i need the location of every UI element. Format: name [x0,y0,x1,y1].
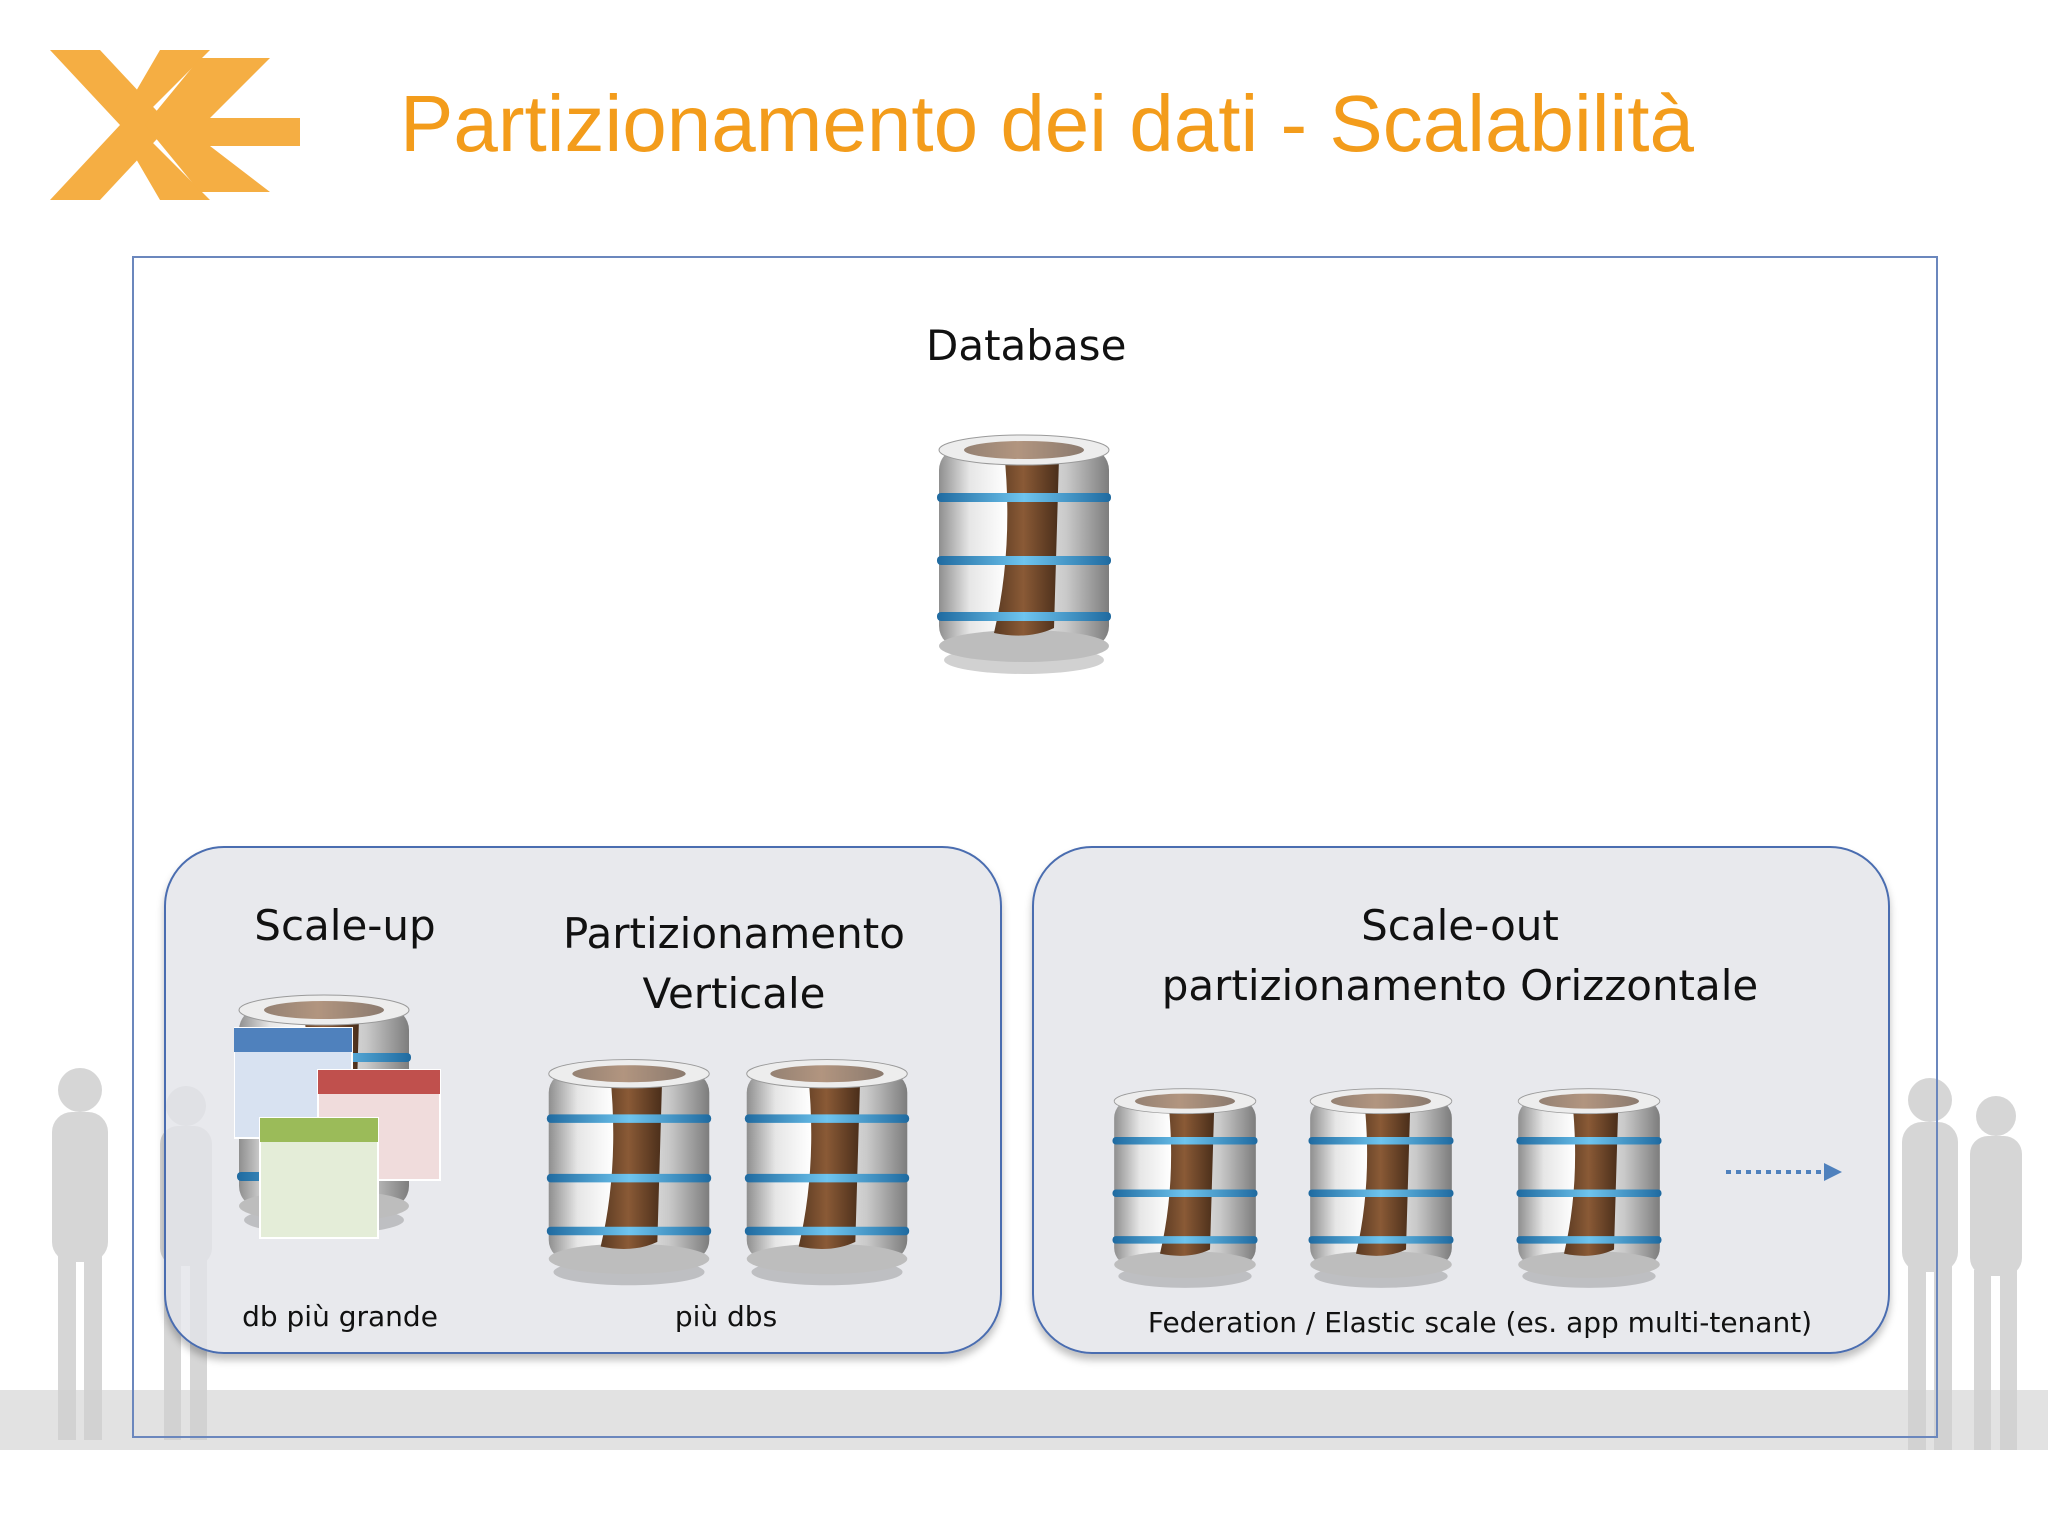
slide-title: Partizionamento dei dati - Scalabilità [400,79,1695,168]
dotted-arrow-right-icon [1726,1163,1842,1181]
horizontal-partition-heading-line2: partizionamento Orizzontale [1161,961,1759,1010]
database-label: Database [926,321,1127,370]
database-icon [546,1059,712,1286]
vertical-partition-caption: più dbs [674,1300,778,1333]
table-icon-green [259,1117,379,1239]
vertical-partition-heading-line1: Partizionamento [563,909,905,958]
scale-up-heading: Scale-up [254,901,436,950]
database-icon [1112,1088,1258,1289]
diagram-frame [132,256,1938,1438]
database-icon [936,434,1112,675]
scale-up-caption: db più grande [242,1300,438,1333]
database-with-tables-icon [234,994,441,1239]
horizontal-partition-caption: Federation / Elastic scale (es. app mult… [1147,1306,1813,1339]
horizontal-partition-heading-line1: Scale-out [1361,901,1559,950]
database-icon [744,1059,910,1286]
database-icon [1308,1088,1454,1289]
database-icon [1516,1088,1662,1289]
vertical-partition-heading-line2: Verticale [642,969,826,1018]
company-logo [50,50,300,200]
